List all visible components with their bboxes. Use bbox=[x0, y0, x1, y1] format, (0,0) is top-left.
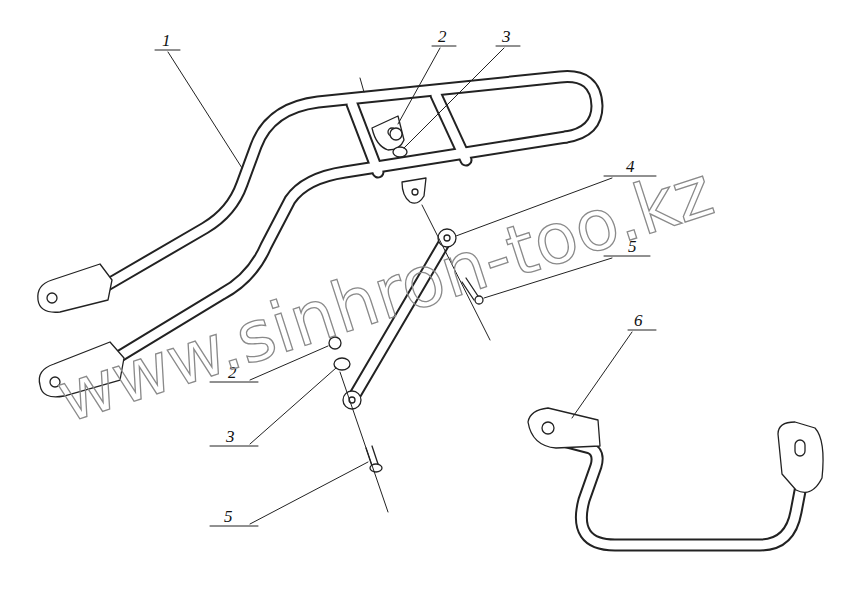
callout-number: 6 bbox=[634, 312, 643, 329]
callout-number: 3 bbox=[226, 428, 235, 445]
callout-number: 4 bbox=[626, 158, 635, 175]
callout-number: 5 bbox=[224, 508, 233, 525]
callout-number: 2 bbox=[438, 28, 447, 45]
callout-number: 3 bbox=[502, 28, 511, 45]
callout-number: 1 bbox=[162, 32, 171, 49]
watermark: www.sinhron-too.kz bbox=[49, 156, 721, 434]
